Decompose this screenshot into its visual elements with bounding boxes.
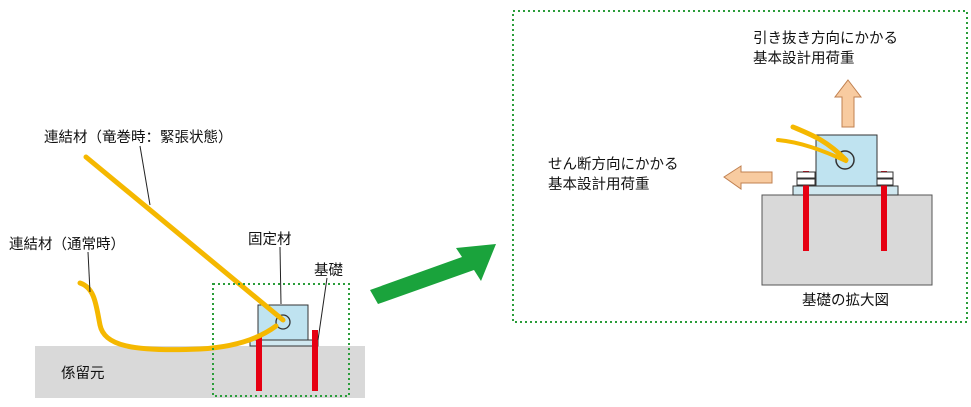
ground-block	[35, 346, 365, 398]
label-uplift-load: 引き抜き方向にかかる 基本設計用荷重	[753, 29, 898, 70]
fixing-hole-large	[835, 150, 855, 170]
foundation-block	[761, 194, 933, 286]
leader-foundation	[317, 277, 328, 341]
tie-rope-large	[790, 124, 849, 163]
shear-load-arrow	[723, 165, 773, 190]
dotted-frame-small	[212, 283, 350, 397]
label-shear-line2: 基本設計用荷重	[548, 177, 650, 194]
leader-fixing	[279, 246, 282, 305]
anchor-bolt-right-large	[881, 171, 887, 251]
label-uplift-line1: 引き抜き方向にかかる	[753, 31, 898, 47]
nut-left-top	[796, 171, 816, 179]
nut-right-top	[874, 171, 894, 179]
uplift-load-arrow	[833, 79, 863, 128]
pointer-arrow	[370, 244, 496, 304]
dotted-frame-large	[512, 10, 968, 323]
label-mooring-base: 係留元	[61, 366, 105, 382]
nut-left-bottom	[796, 178, 816, 186]
tie-rope-normal	[77, 280, 279, 353]
label-enlarged-caption: 基礎の拡大図	[802, 293, 889, 309]
tie-rope-large-lower	[776, 138, 848, 163]
label-shear-load: せん断方向にかかる 基本設計用荷重	[548, 155, 679, 196]
leader-tie-tornado	[139, 145, 151, 206]
label-shear-line1: せん断方向にかかる	[548, 157, 679, 173]
anchor-bolt-left	[256, 336, 262, 391]
anchor-bolt-left-large	[803, 171, 809, 251]
label-tie-tornado: 連結材（竜巻時：緊張状態）	[44, 130, 233, 146]
anchor-bolt-right	[312, 330, 318, 391]
label-fixing-member: 固定材	[248, 232, 292, 248]
fixing-hole	[275, 314, 291, 330]
label-uplift-line2: 基本設計用荷重	[753, 51, 855, 68]
tie-rope-tornado	[83, 154, 286, 323]
leader-tie-normal	[87, 251, 91, 293]
label-foundation: 基礎	[314, 263, 343, 279]
nut-right-bottom	[874, 178, 894, 186]
label-tie-normal: 連結材（通常時）	[9, 237, 125, 253]
